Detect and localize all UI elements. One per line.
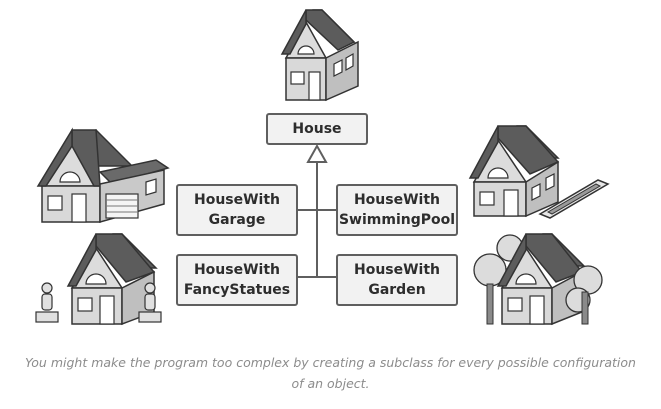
- subclass-label: HouseWith Garden: [354, 260, 440, 300]
- subclass-label: HouseWith Garage: [194, 190, 280, 230]
- subclass-label-line2: SwimmingPool: [338, 212, 456, 228]
- subclass-label-line1: HouseWith: [353, 192, 440, 208]
- subclass-label-line1: HouseWith: [353, 262, 441, 278]
- subclass-house-with-garden: HouseWith Garden: [336, 254, 458, 306]
- subclass-house-with-garage: HouseWith Garage: [176, 184, 298, 236]
- subclass-label-line1: HouseWith: [193, 192, 281, 208]
- base-class-house: House: [266, 113, 368, 145]
- inheritance-arrow-icon: [306, 143, 328, 163]
- subclass-house-with-swimming-pool: HouseWith SwimmingPool: [336, 184, 458, 236]
- base-class-label: House: [292, 121, 342, 137]
- subclass-label-line2: Garden: [368, 282, 426, 298]
- subclass-label: HouseWith SwimmingPool: [339, 190, 455, 230]
- subclass-label-line2: Garage: [208, 212, 266, 228]
- subclass-label-line2: FancyStatues: [183, 282, 291, 298]
- figure-caption: You might make the program too complex b…: [25, 355, 636, 391]
- subclass-house-with-fancy-statues: HouseWith FancyStatues: [176, 254, 298, 306]
- subclass-label: HouseWith FancyStatues: [184, 260, 290, 300]
- subclass-label-line1: HouseWith: [193, 262, 280, 278]
